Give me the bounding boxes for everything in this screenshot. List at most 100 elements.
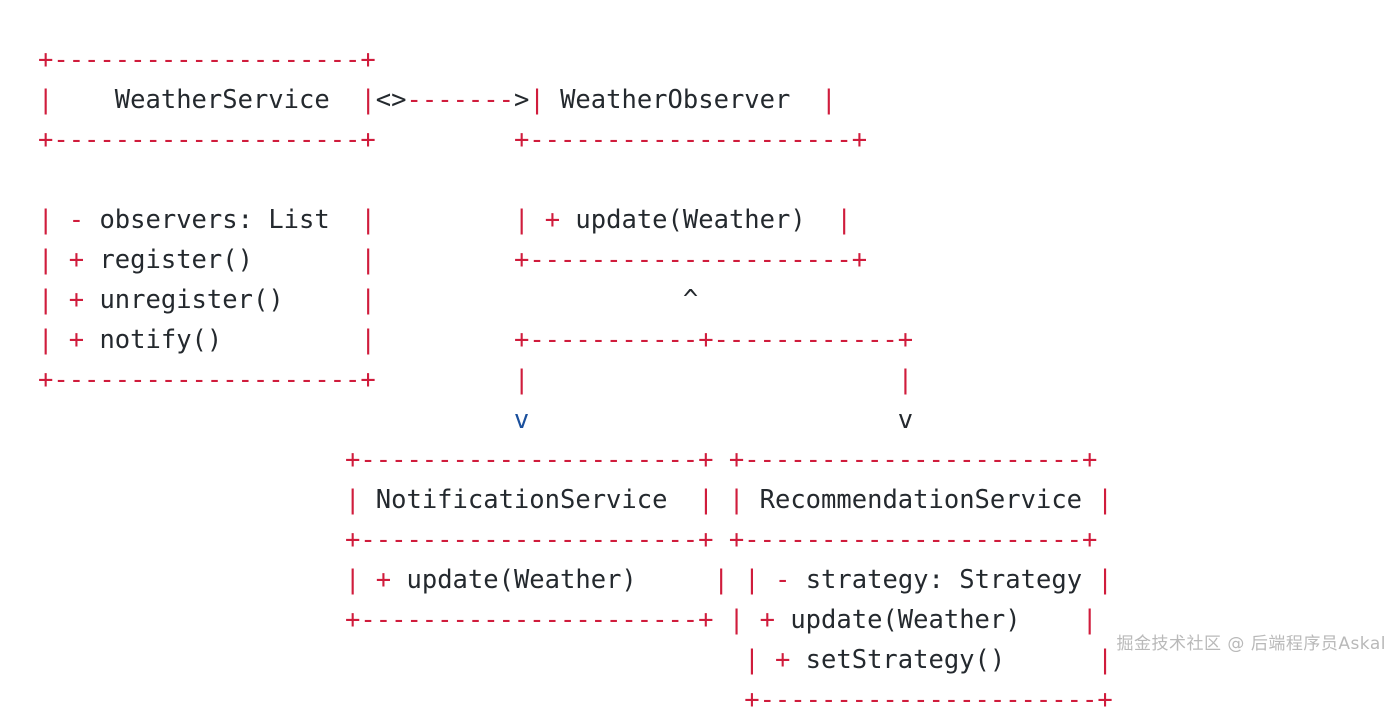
- ascii-token-ident: update(Weather): [790, 604, 1021, 635]
- ascii-token-box: |: [1082, 604, 1098, 635]
- ascii-token-space: [222, 325, 360, 355]
- ascii-token-space: [53, 245, 68, 275]
- ascii-token-box: +----------------------+: [744, 684, 1113, 715]
- ascii-token-box: +: [68, 244, 85, 275]
- ascii-token-space: [1005, 645, 1097, 675]
- ascii-token-space: [376, 325, 514, 355]
- ascii-token-space: [806, 205, 837, 235]
- ascii-token-space: [790, 85, 821, 115]
- ascii-token-box: +: [544, 204, 561, 235]
- ascii-token-box: |: [38, 204, 54, 235]
- ascii-token-box: |: [360, 204, 376, 235]
- ascii-token-space: [790, 565, 805, 595]
- ascii-token-space: [775, 605, 790, 635]
- ascii-token-space: [714, 605, 729, 635]
- ascii-token-box: +----------------------+: [728, 444, 1098, 475]
- ascii-token-box: +-----------+------------+: [513, 324, 914, 355]
- ascii-token-box: |: [744, 644, 760, 675]
- ascii-token-space: [529, 365, 897, 395]
- ascii-token-ident: update(Weather): [406, 564, 637, 595]
- ascii-token-box: -------: [406, 84, 514, 115]
- ascii-token-box: +: [774, 644, 791, 675]
- ascii-token-space: [714, 445, 729, 475]
- ascii-token-box: |: [744, 564, 760, 595]
- ascii-token-space: [529, 205, 544, 235]
- ascii-token-box: |: [698, 484, 714, 515]
- ascii-token-space: [53, 285, 68, 315]
- ascii-token-space: [529, 405, 897, 435]
- ascii-token-space: [53, 205, 68, 235]
- ascii-token-ident: WeatherService: [114, 84, 330, 115]
- ascii-uml-class-diagram: +--------------------+ | WeatherService …: [38, 40, 1113, 720]
- ascii-token-box: |: [345, 564, 361, 595]
- ascii-token-box: +----------------------+: [345, 444, 714, 475]
- ascii-token-box: +--------------------+: [38, 124, 376, 155]
- ascii-token-space: [744, 605, 759, 635]
- ascii-line: | + unregister() | ^: [38, 280, 1113, 320]
- ascii-token-space: [376, 245, 514, 275]
- ascii-token-space: [330, 85, 361, 115]
- ascii-token-space: [360, 565, 375, 595]
- ascii-token-space: [38, 565, 345, 595]
- ascii-line: | + setStrategy() |: [38, 640, 1113, 680]
- ascii-line: | WeatherService |<>------->| WeatherObs…: [38, 80, 1113, 120]
- ascii-token-box: |: [1097, 484, 1113, 515]
- ascii-token-box: |: [38, 324, 54, 355]
- ascii-token-box: |: [1097, 564, 1113, 595]
- ascii-token-space: [760, 645, 775, 675]
- ascii-token-box: +: [68, 324, 85, 355]
- ascii-token-ident: WeatherObserver: [560, 84, 791, 115]
- watermark-text: 掘金技术社区 @ 后端程序员Askal: [1116, 634, 1386, 654]
- ascii-token-space: [376, 125, 514, 155]
- ascii-token-box: |: [360, 284, 376, 315]
- ascii-token-box: +--------------------+: [38, 44, 376, 75]
- ascii-token-box: +----------------------+: [728, 524, 1098, 555]
- ascii-token-space: [38, 525, 345, 555]
- ascii-token-space: [38, 405, 514, 435]
- ascii-token-box: |: [713, 564, 729, 595]
- ascii-token-space: [38, 645, 744, 675]
- ascii-token-space: [360, 485, 375, 515]
- ascii-token-space: [1082, 565, 1097, 595]
- ascii-token-box: |: [360, 244, 376, 275]
- ascii-token-arrow: v: [897, 404, 914, 435]
- ascii-line: +--------------------+: [38, 40, 1113, 80]
- ascii-token-box: |: [360, 324, 376, 355]
- ascii-line: +----------------------+ +--------------…: [38, 520, 1113, 560]
- ascii-line: | + update(Weather) | | - strategy: Stra…: [38, 560, 1113, 600]
- ascii-token-space: [84, 205, 99, 235]
- ascii-token-space: [253, 245, 360, 275]
- ascii-token-ident: notify(): [99, 324, 223, 355]
- ascii-token-space: [38, 605, 345, 635]
- ascii-token-space: [667, 485, 698, 515]
- ascii-token-ident: register(): [99, 244, 253, 275]
- ascii-token-box: |: [513, 204, 530, 235]
- ascii-token-box: -: [68, 204, 85, 235]
- ascii-token-box: |: [897, 364, 914, 395]
- ascii-token-box: +----------------------+: [345, 604, 714, 635]
- ascii-token-arrow: ^: [682, 284, 699, 315]
- ascii-token-space: [744, 485, 759, 515]
- ascii-token-space: [38, 485, 345, 515]
- ascii-line: [38, 160, 1113, 200]
- ascii-line: v v: [38, 400, 1113, 440]
- ascii-token-space: [1082, 485, 1097, 515]
- ascii-token-box: +---------------------+: [513, 124, 868, 155]
- ascii-token-space: [84, 325, 99, 355]
- ascii-token-space: [376, 285, 683, 315]
- ascii-token-space: [284, 285, 361, 315]
- ascii-token-box: +----------------------+: [345, 524, 714, 555]
- ascii-line: +--------------------+ | |: [38, 360, 1113, 400]
- ascii-token-space: [53, 325, 68, 355]
- ascii-line: | + register() | +---------------------+: [38, 240, 1113, 280]
- ascii-token-ident: update(Weather): [575, 204, 806, 235]
- ascii-token-box: |: [360, 84, 376, 115]
- ascii-token-space: [1021, 605, 1082, 635]
- ascii-token-space: [790, 645, 805, 675]
- ascii-token-box: |: [821, 84, 837, 115]
- ascii-token-box: +--------------------+: [38, 364, 376, 395]
- ascii-line: +----------------------+: [38, 680, 1113, 720]
- ascii-token-space: [38, 685, 744, 715]
- ascii-token-space: [714, 485, 729, 515]
- ascii-token-box: |: [513, 364, 530, 395]
